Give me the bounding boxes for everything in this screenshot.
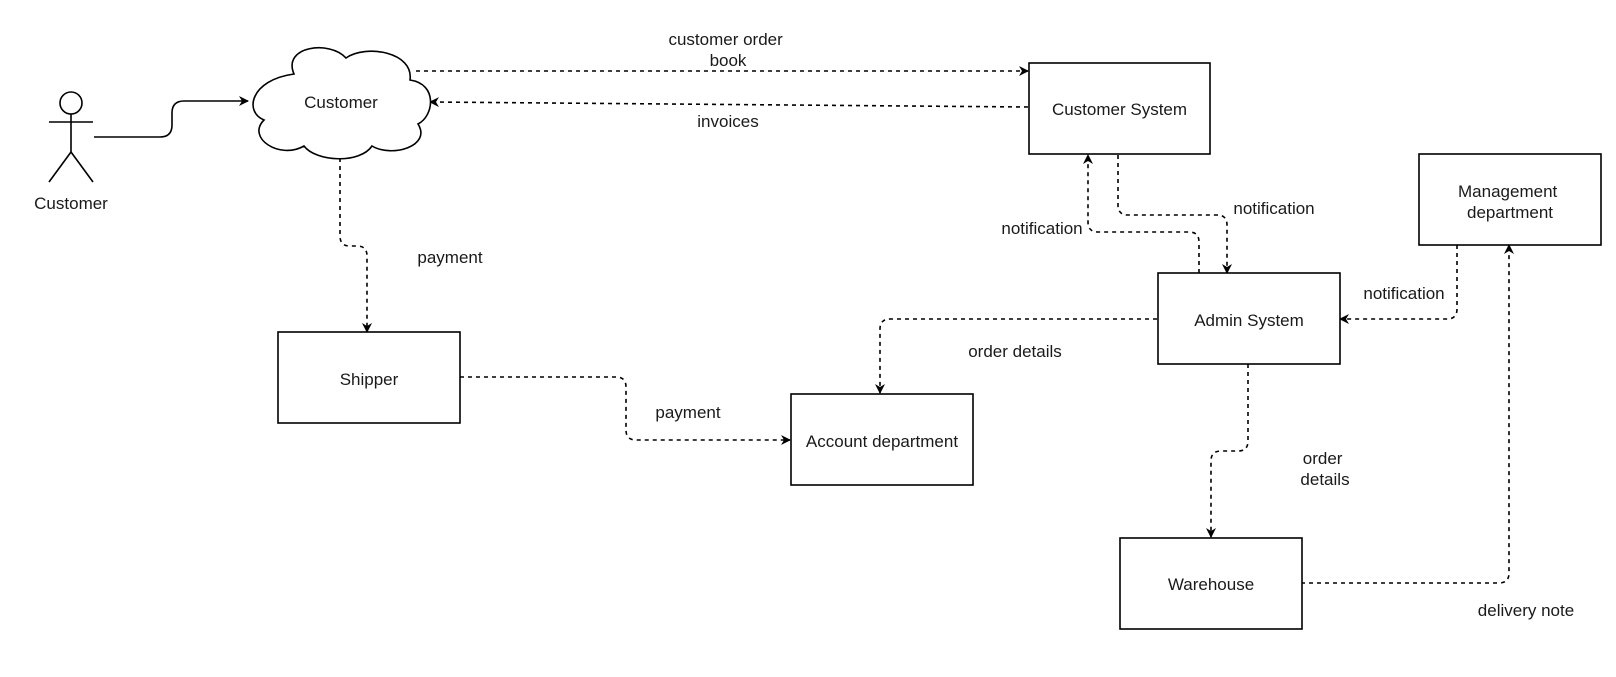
node-shipper-label: Shipper	[340, 370, 399, 389]
edge-label-notification-customer-system-to-admin: notification	[1233, 199, 1314, 218]
edge-payment-to-shipper[interactable]	[339, 158, 372, 333]
node-warehouse[interactable]	[1119, 537, 1303, 630]
node-account-department-label: Account department	[806, 432, 958, 451]
node-management-department-label: Management department	[1458, 182, 1562, 222]
edge-label-notification-management-to-admin: notification	[1363, 284, 1444, 303]
edge-payment-to-account[interactable]	[460, 376, 791, 445]
node-shipper[interactable]	[277, 331, 461, 424]
edge-label-order-details-to-warehouse: order details	[1300, 449, 1349, 489]
node-warehouse-label: Warehouse	[1168, 575, 1254, 594]
edge-invoices[interactable]	[429, 97, 1029, 108]
edge-label-order-details-to-warehouse-line-2: details	[1300, 470, 1349, 489]
edge-label-order-details-to-account: order details	[968, 342, 1062, 361]
node-management-department-label-line-1: Management	[1458, 182, 1558, 201]
actor-head	[59, 91, 83, 115]
actor-customer[interactable]	[48, 91, 94, 183]
node-admin-system-label: Admin System	[1194, 311, 1304, 330]
edge-label-order-details-to-warehouse-line-1: order	[1303, 449, 1343, 468]
edge-label-payment-to-account: payment	[655, 403, 720, 422]
edge-label-customer-order-book-line-2: book	[710, 51, 747, 70]
actor-label: Customer	[34, 194, 108, 213]
actor-left-leg	[48, 151, 72, 183]
edge-label-notification-admin-to-customer-system: notification	[1001, 219, 1082, 238]
node-management-department-label-line-2: department	[1467, 203, 1553, 222]
node-customer-system[interactable]	[1028, 62, 1211, 155]
edge-label-payment-to-shipper: payment	[417, 248, 482, 267]
edge-notification-management-to-admin[interactable]	[1339, 245, 1458, 324]
node-management-department[interactable]	[1418, 153, 1602, 246]
edge-label-customer-order-book: customer order book	[668, 30, 787, 70]
edge-actor-to-customer-cloud[interactable]	[94, 96, 249, 138]
edge-order-details-to-account[interactable]	[875, 318, 1157, 394]
node-admin-system[interactable]	[1157, 272, 1341, 365]
cloud-customer-label: Customer	[304, 93, 378, 112]
cloud-customer[interactable]	[252, 46, 432, 160]
edge-notification-admin-to-customer-system[interactable]	[1083, 154, 1200, 273]
node-customer-system-label: Customer System	[1052, 100, 1187, 119]
node-account-department[interactable]	[790, 393, 974, 486]
edge-notification-customer-system-to-admin[interactable]	[1117, 155, 1232, 274]
edge-label-invoices: invoices	[697, 112, 758, 131]
edge-label-customer-order-book-line-1: customer order	[668, 30, 783, 49]
edge-order-details-to-warehouse[interactable]	[1206, 364, 1249, 538]
edge-label-delivery-note: delivery note	[1478, 601, 1574, 620]
actor-right-leg	[70, 151, 94, 183]
